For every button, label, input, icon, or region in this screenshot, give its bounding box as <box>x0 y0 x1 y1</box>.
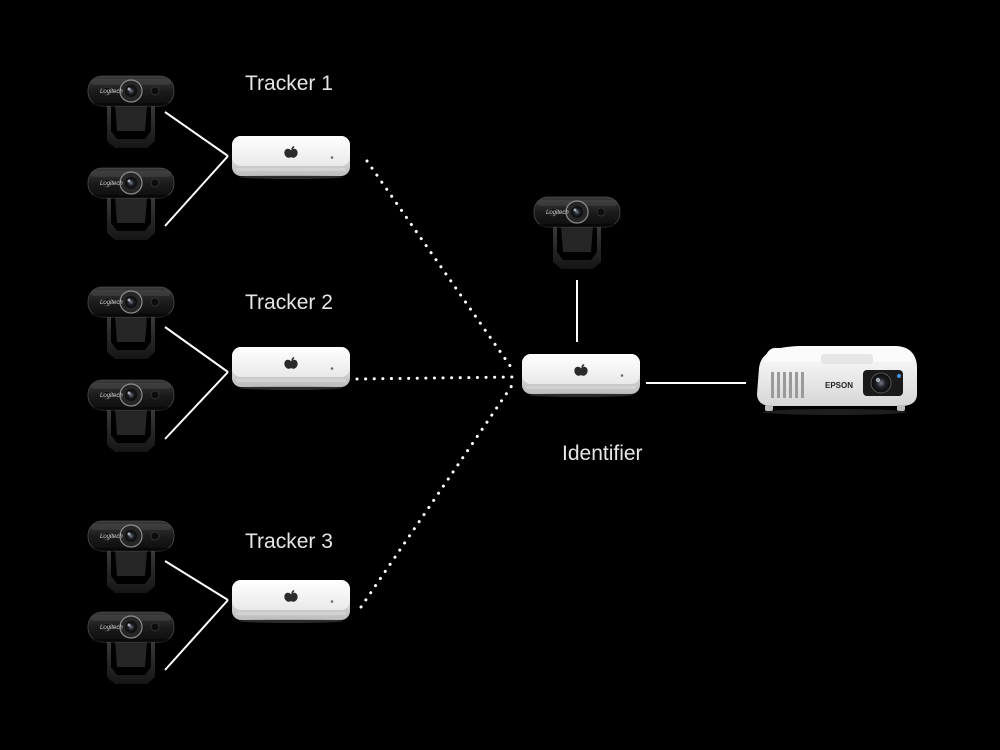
network-link-tracker-2 <box>355 375 515 381</box>
webcam-icon: Logitech <box>87 611 175 685</box>
webcam-brand: Logitech <box>100 534 123 540</box>
network-links <box>355 159 515 609</box>
tracker-3-group: Logitech Logitech Tracker 3 <box>87 520 350 685</box>
mac-mini-icon <box>522 354 640 397</box>
tracker-1-label: Tracker 1 <box>245 72 333 95</box>
webcam-icon: Logitech <box>87 75 175 149</box>
identifier-label: Identifier <box>562 442 643 465</box>
projector-brand: EPSON <box>825 381 853 390</box>
mac-mini-icon <box>232 580 350 623</box>
camera-connectors <box>164 111 746 671</box>
webcam-brand: Logitech <box>100 625 123 631</box>
webcam-icon: Logitech <box>87 286 175 360</box>
connector-line <box>164 371 229 440</box>
connector-line <box>164 560 229 601</box>
webcam-icon: Logitech <box>87 167 175 241</box>
webcam-brand: Logitech <box>100 181 123 187</box>
webcam-brand: Logitech <box>100 89 123 95</box>
tracker-1-group: Logitech Logitech Tracker 1 <box>87 72 350 241</box>
connector-line <box>164 599 229 671</box>
webcam-brand: Logitech <box>100 300 123 306</box>
network-link-tracker-1 <box>365 159 515 372</box>
tracker-3-label: Tracker 3 <box>245 530 333 553</box>
tracker-2-label: Tracker 2 <box>245 291 333 314</box>
tracker-2-group: Logitech Logitech Tracker 2 <box>87 286 350 453</box>
webcam-brand: Logitech <box>100 393 123 399</box>
identifier-group: Logitech Identifier <box>522 196 643 465</box>
mac-mini-icon <box>232 136 350 179</box>
connector-line <box>164 326 229 373</box>
network-link-tracker-3 <box>359 382 515 609</box>
mac-mini-icon <box>232 347 350 390</box>
connector-line <box>164 155 229 227</box>
webcam-brand: Logitech <box>546 210 569 216</box>
connector-line <box>164 111 229 157</box>
webcam-icon: Logitech <box>87 520 175 594</box>
webcam-icon: Logitech <box>87 379 175 453</box>
projector-icon: EPSON <box>757 346 917 415</box>
webcam-icon: Logitech <box>533 196 621 270</box>
